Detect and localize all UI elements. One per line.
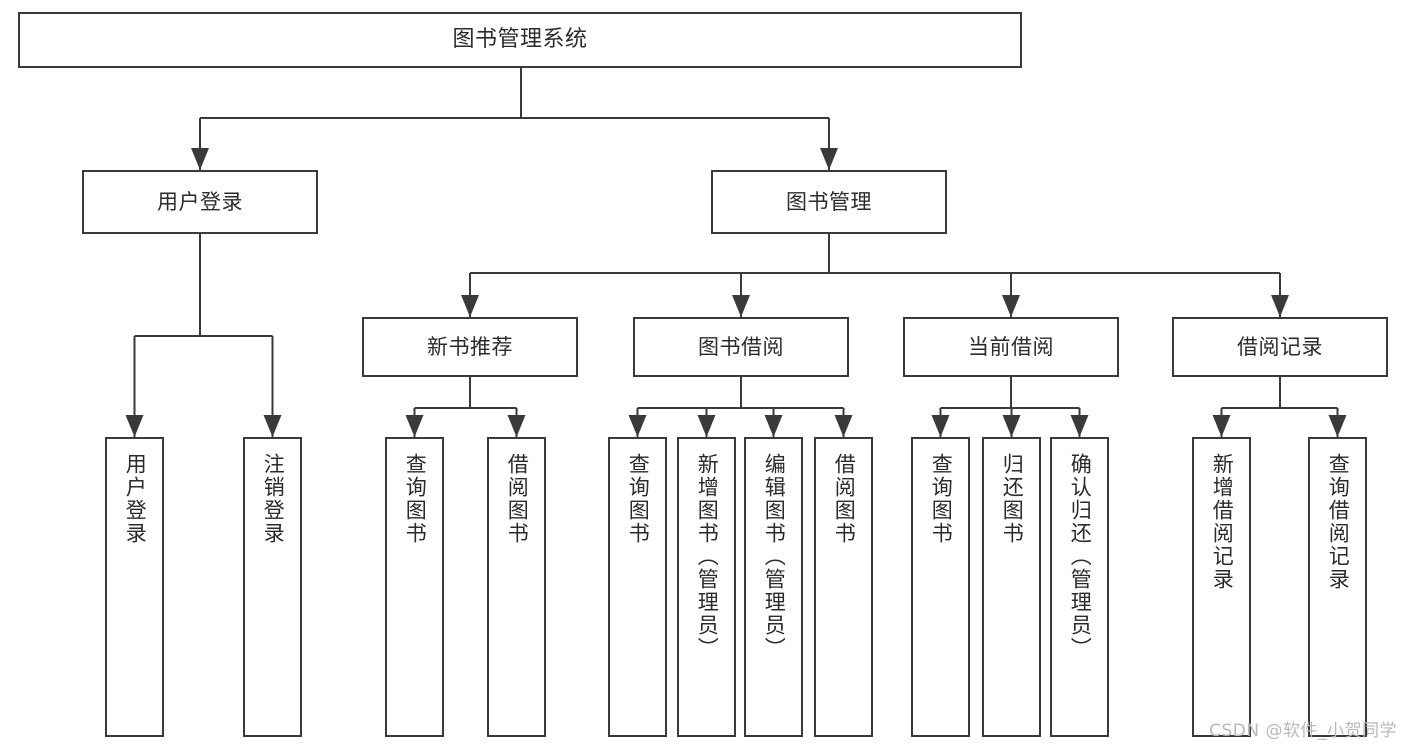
arrowhead-leaf-rec-borrow (507, 415, 526, 437)
node-label: 新增图书（管理员） (695, 453, 720, 660)
node-leaf-logout[interactable]: 注销登录 (243, 437, 302, 737)
arrowhead-current-borrow (1002, 295, 1020, 317)
node-book-borrow[interactable]: 图书借阅 (633, 317, 849, 377)
node-label: 查询图书 (929, 453, 954, 545)
node-label: 新增借阅记录 (1210, 453, 1235, 591)
node-label: 用户登录 (123, 453, 148, 545)
node-leaf-cb-confirm[interactable]: 确认归还（管理员） (1050, 437, 1109, 737)
node-label: 查询图书 (403, 453, 428, 545)
arrowhead-leaf-bb-borrow (834, 415, 853, 437)
node-label: 借阅图书 (832, 453, 857, 545)
node-label: 图书管理系统 (452, 27, 588, 53)
node-label: 用户登录 (157, 189, 243, 214)
arrowhead-leaf-rec-query (405, 415, 424, 437)
node-label: 查询借阅记录 (1326, 453, 1351, 591)
node-label: 确认归还（管理员） (1068, 453, 1093, 660)
arrowhead-user-login (191, 148, 209, 170)
arrowhead-borrow-record (1271, 295, 1289, 317)
arrowhead-leaf-user-login (125, 415, 144, 437)
node-label: 归还图书 (1000, 453, 1025, 545)
arrowhead-leaf-cb-return (1002, 415, 1021, 437)
node-current-borrow[interactable]: 当前借阅 (903, 317, 1119, 377)
arrowhead-leaf-logout (263, 415, 282, 437)
arrowhead-book-manage (820, 148, 838, 170)
node-book-manage[interactable]: 图书管理 (711, 170, 947, 234)
node-new-book-rec[interactable]: 新书推荐 (362, 317, 578, 377)
node-label: 图书借阅 (698, 334, 784, 359)
node-leaf-bb-add[interactable]: 新增图书（管理员） (677, 437, 736, 737)
node-leaf-cb-return[interactable]: 归还图书 (982, 437, 1041, 737)
node-leaf-rec-borrow[interactable]: 借阅图书 (487, 437, 546, 737)
node-label: 新书推荐 (427, 334, 513, 359)
arrowhead-book-borrow (732, 295, 750, 317)
arrowhead-leaf-br-add (1212, 415, 1231, 437)
node-leaf-user-login[interactable]: 用户登录 (105, 437, 164, 737)
arrowhead-leaf-bb-add (697, 415, 716, 437)
arrowhead-leaf-br-query (1328, 415, 1347, 437)
node-label: 当前借阅 (968, 334, 1054, 359)
arrowhead-leaf-cb-confirm (1070, 415, 1089, 437)
arrowhead-leaf-bb-edit (764, 415, 783, 437)
node-user-login[interactable]: 用户登录 (82, 170, 318, 234)
node-label: 借阅图书 (505, 453, 530, 545)
node-label: 编辑图书（管理员） (762, 453, 787, 660)
node-leaf-bb-edit[interactable]: 编辑图书（管理员） (744, 437, 803, 737)
node-label: 图书管理 (786, 189, 872, 214)
node-leaf-br-query[interactable]: 查询借阅记录 (1308, 437, 1367, 737)
arrowhead-leaf-cb-query (931, 415, 950, 437)
node-leaf-rec-query[interactable]: 查询图书 (385, 437, 444, 737)
node-leaf-bb-query[interactable]: 查询图书 (608, 437, 667, 737)
node-leaf-br-add[interactable]: 新增借阅记录 (1192, 437, 1251, 737)
node-label: 注销登录 (261, 453, 286, 545)
node-borrow-record[interactable]: 借阅记录 (1172, 317, 1388, 377)
node-leaf-bb-borrow[interactable]: 借阅图书 (814, 437, 873, 737)
node-label: 借阅记录 (1237, 334, 1323, 359)
node-label: 查询图书 (626, 453, 651, 545)
arrowhead-leaf-bb-query (628, 415, 647, 437)
node-leaf-cb-query[interactable]: 查询图书 (911, 437, 970, 737)
arrowhead-new-book-rec (461, 295, 479, 317)
node-root[interactable]: 图书管理系统 (18, 12, 1022, 68)
